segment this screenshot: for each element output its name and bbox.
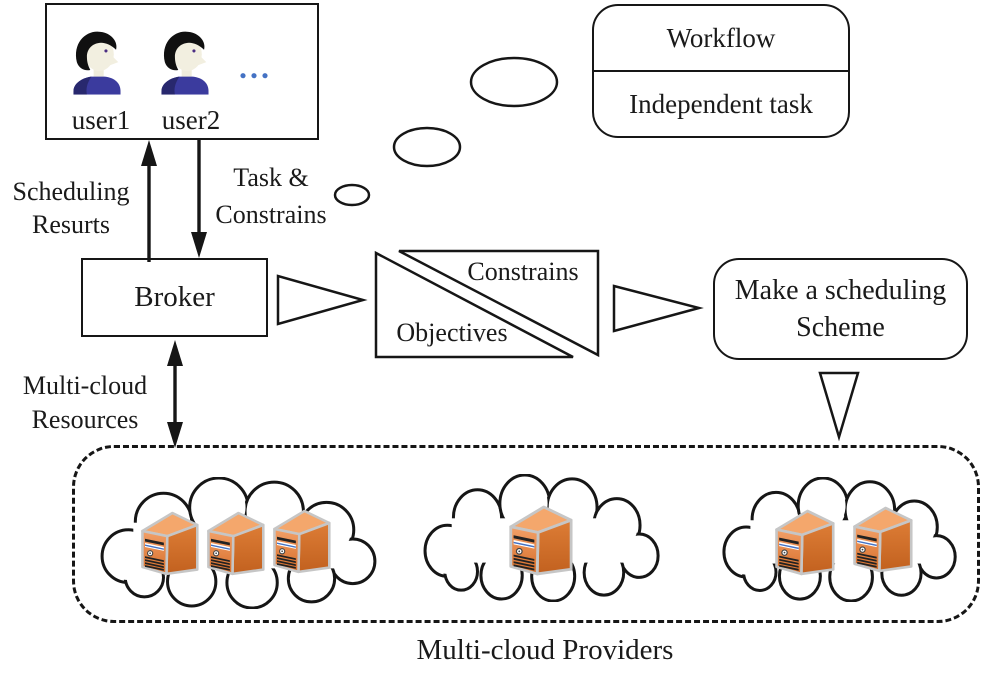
workflow-row: Workflow (594, 6, 848, 72)
task-constraints-line2: Constrains (215, 200, 327, 229)
thought-bubble-large (469, 56, 559, 108)
providers-caption: Multi-cloud Providers (416, 634, 674, 666)
multicloud-resources-label: Multi-cloud Resources (2, 369, 168, 437)
flow-triangle-2 (612, 284, 704, 333)
multicloud-resources-line2: Resources (31, 405, 139, 434)
constraints-triangle (398, 249, 600, 358)
scheduling-results-line1: Scheduling (12, 177, 130, 206)
scheme-line1: Make a scheduling (734, 275, 947, 306)
independent-task-row: Independent task (629, 88, 813, 119)
more-users-ellipsis: ... (239, 49, 272, 85)
multicloud-resources-line1: Multi-cloud (22, 371, 148, 400)
scheme-box: Make a scheduling Scheme (713, 258, 968, 360)
multicloud-providers-container (72, 445, 980, 623)
scheme-line2: Scheme (796, 312, 885, 343)
objectives-label: Objectives (396, 318, 508, 347)
task-constraints-label: Task & Constrains (202, 159, 340, 233)
constraints-label: Constrains (467, 257, 579, 286)
flow-triangle-1 (276, 274, 368, 326)
multicloud-resources-arrow (167, 340, 183, 448)
task-types-box: Workflow Independent task (592, 4, 850, 138)
thought-bubble-medium (392, 126, 462, 168)
objectives-triangle (374, 250, 574, 359)
scheduling-results-label: Scheduling Resurts (0, 175, 142, 241)
task-constraints-arrow (191, 140, 207, 258)
flow-triangle-down (818, 371, 860, 442)
thought-bubble-trail (333, 56, 559, 207)
user1-avatar (69, 27, 125, 95)
users-panel: ... user1 user2 (45, 3, 319, 140)
user2-label: user2 (161, 105, 221, 135)
user2-avatar (157, 27, 213, 95)
user1-label: user1 (71, 105, 131, 135)
broker-box: Broker (81, 258, 268, 337)
task-constraints-line1: Task & (233, 163, 309, 192)
scheduling-results-line2: Resurts (32, 210, 110, 239)
thought-bubble-small (333, 183, 371, 207)
scheduling-results-arrow (141, 140, 157, 262)
